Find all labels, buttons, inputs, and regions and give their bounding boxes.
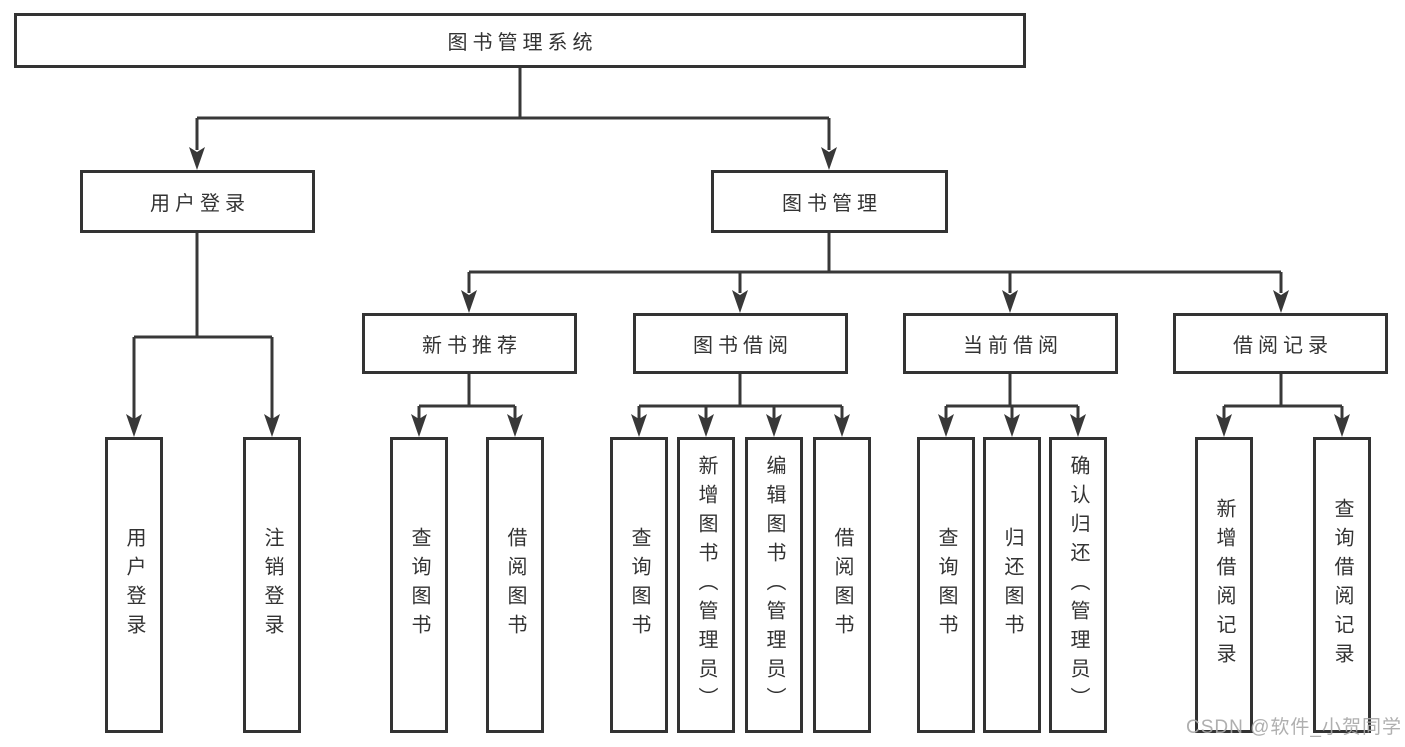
leaf-borrow-books-recommend-label: 借阅图书 <box>504 527 526 643</box>
leaf-user-login-label: 用户登录 <box>123 527 145 643</box>
node-new-book-recommend-label: 新书推荐 <box>422 335 522 357</box>
leaf-query-borrow-record-label: 查询借阅记录 <box>1331 498 1353 672</box>
leaf-add-borrow-record: 新增借阅记录 <box>1195 437 1253 733</box>
node-book-management: 图书管理 <box>711 170 948 233</box>
leaf-confirm-return-admin-label: 确认归还（管理员） <box>1067 454 1089 716</box>
leaf-add-book-admin-label: 新增图书（管理员） <box>695 454 717 716</box>
leaf-add-borrow-record-label: 新增借阅记录 <box>1213 498 1235 672</box>
csdn-watermark: CSDN @软件_小贺同学 <box>1186 717 1402 738</box>
leaf-logout: 注销登录 <box>243 437 301 733</box>
node-book-management-label: 图书管理 <box>782 193 882 215</box>
leaf-query-books-recommend-label: 查询图书 <box>408 527 430 643</box>
node-root: 图书管理系统 <box>14 13 1026 68</box>
leaf-query-books-recommend: 查询图书 <box>390 437 448 733</box>
leaf-query-books-borrow-label: 查询图书 <box>628 527 650 643</box>
node-borrow-records: 借阅记录 <box>1173 313 1388 374</box>
leaf-query-borrow-record: 查询借阅记录 <box>1313 437 1371 733</box>
leaf-query-books-current-label: 查询图书 <box>935 527 957 643</box>
leaf-query-books-borrow: 查询图书 <box>610 437 668 733</box>
leaf-borrow-books: 借阅图书 <box>813 437 871 733</box>
leaf-confirm-return-admin: 确认归还（管理员） <box>1049 437 1107 733</box>
leaf-return-books-label: 归还图书 <box>1001 527 1023 643</box>
node-user-login: 用户登录 <box>80 170 315 233</box>
node-root-label: 图书管理系统 <box>447 32 598 54</box>
node-current-borrow: 当前借阅 <box>903 313 1118 374</box>
leaf-query-books-current: 查询图书 <box>917 437 975 733</box>
node-borrow-records-label: 借阅记录 <box>1233 335 1333 357</box>
leaf-add-book-admin: 新增图书（管理员） <box>677 437 735 733</box>
leaf-edit-book-admin: 编辑图书（管理员） <box>745 437 803 733</box>
leaf-borrow-books-label: 借阅图书 <box>831 527 853 643</box>
leaf-edit-book-admin-label: 编辑图书（管理员） <box>763 454 785 716</box>
leaf-user-login: 用户登录 <box>105 437 163 733</box>
node-user-login-label: 用户登录 <box>150 193 250 215</box>
node-current-borrow-label: 当前借阅 <box>963 335 1063 357</box>
leaf-return-books: 归还图书 <box>983 437 1041 733</box>
leaf-logout-label: 注销登录 <box>261 527 283 643</box>
node-book-borrow: 图书借阅 <box>633 313 848 374</box>
arrowheads <box>126 147 1350 437</box>
node-book-borrow-label: 图书借阅 <box>693 335 793 357</box>
node-new-book-recommend: 新书推荐 <box>362 313 577 374</box>
leaf-borrow-books-recommend: 借阅图书 <box>486 437 544 733</box>
